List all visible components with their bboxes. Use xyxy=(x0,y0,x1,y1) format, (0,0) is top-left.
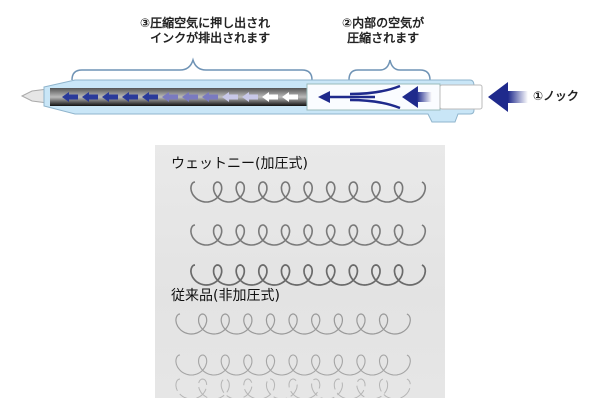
ink-flow-arrow xyxy=(202,92,218,102)
handwritten-loop-line xyxy=(190,181,427,203)
brace-air-section xyxy=(348,59,431,81)
ink-flow-arrow xyxy=(262,92,278,102)
knock-button xyxy=(439,84,483,110)
loop-samples xyxy=(175,181,427,398)
ink-flow-arrow xyxy=(142,92,158,102)
handwritten-loop-line xyxy=(190,224,427,246)
step2-line1: ②内部の空気が xyxy=(342,16,425,30)
step1-label: ①ノック xyxy=(533,89,579,103)
step2-line2: 圧縮されます xyxy=(347,31,420,45)
ink-flow-arrow xyxy=(62,92,78,102)
air-arrows xyxy=(330,84,401,110)
step3-line2: インクが排出されます xyxy=(150,31,271,45)
ink-flow-arrow xyxy=(222,92,238,102)
pen-diagram xyxy=(20,57,528,123)
brace-ink-section xyxy=(71,57,313,81)
step3-line1: ③圧縮空気に押し出され xyxy=(140,16,271,30)
step2-label: ②内部の空気が 圧縮されます xyxy=(342,16,424,46)
ink-flow-arrow xyxy=(242,92,258,102)
piston-arrow xyxy=(402,86,432,108)
ink-flow-arrow xyxy=(162,92,178,102)
pressurized-title: ウェットニー(加圧式) xyxy=(171,156,308,172)
knock-arrow-icon xyxy=(488,82,528,112)
ink-flow-arrow xyxy=(102,92,118,102)
ink-flow-arrow xyxy=(82,92,98,102)
step3-label: ③圧縮空気に押し出され インクが排出されます xyxy=(140,16,270,46)
ink-tube xyxy=(50,88,312,106)
handwritten-loop-line xyxy=(175,378,411,398)
ink-flow-arrow xyxy=(182,92,198,102)
conventional-title: 従来品(非加圧式) xyxy=(171,288,280,304)
ink-flow-arrow xyxy=(122,92,138,102)
handwritten-loop-line xyxy=(175,354,411,376)
ink-flow-arrow xyxy=(282,92,298,102)
handwritten-loop-line xyxy=(175,313,411,335)
handwritten-loop-line xyxy=(190,264,427,286)
writing-sample-photo: ウェットニー(加圧式) 従来品(非加圧式) xyxy=(155,145,445,398)
